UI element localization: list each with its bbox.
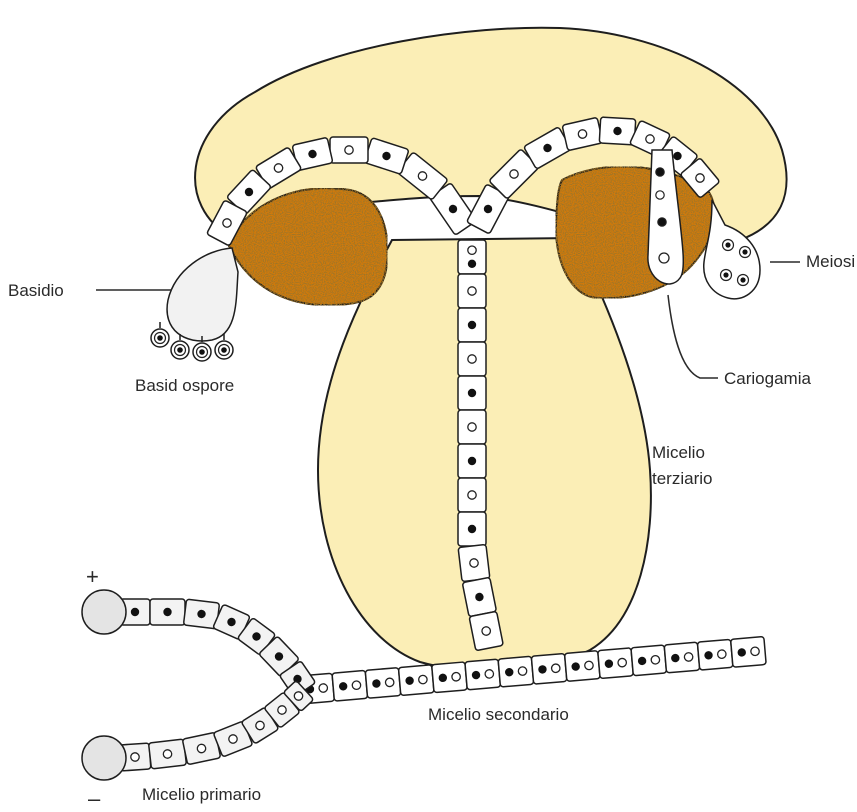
hypha-cell bbox=[498, 656, 534, 687]
nucleus-open bbox=[651, 655, 660, 664]
label-basidio: Basidio bbox=[8, 281, 64, 300]
label-micelio-secondario: Micelio secondario bbox=[428, 705, 569, 724]
label-micelio-primario: Micelio primario bbox=[142, 785, 261, 804]
nucleus-open bbox=[717, 650, 726, 659]
hypha-cell bbox=[458, 308, 486, 342]
hypha-cell bbox=[664, 642, 700, 673]
label-cariogamia: Cariogamia bbox=[724, 369, 811, 388]
nucleus bbox=[658, 218, 666, 226]
nucleus-filled bbox=[468, 457, 476, 465]
nucleus-filled bbox=[468, 389, 476, 397]
hypha-cell bbox=[631, 645, 667, 676]
nucleus-open bbox=[131, 753, 140, 762]
nucleus-open bbox=[469, 558, 478, 567]
nucleus-filled bbox=[468, 321, 476, 329]
leader-cariogamia bbox=[668, 295, 718, 378]
nucleus-open bbox=[468, 491, 476, 499]
hypha-cell bbox=[330, 137, 368, 163]
nucleus bbox=[656, 168, 664, 176]
nucleus-open bbox=[468, 246, 476, 254]
hypha-cell bbox=[432, 662, 468, 693]
label-meiosi: Meiosi bbox=[806, 252, 855, 271]
hypha-cell bbox=[458, 274, 486, 308]
nucleus-open bbox=[345, 146, 353, 154]
nucleus-open bbox=[319, 683, 328, 692]
hypha-cell bbox=[458, 376, 486, 410]
hypha-cell bbox=[458, 240, 486, 274]
nucleus-open bbox=[485, 669, 494, 678]
label-basidiospore: Basid ospore bbox=[135, 376, 234, 395]
nucleus-open bbox=[468, 287, 476, 295]
hypha-tip-minus bbox=[82, 736, 126, 780]
nucleus-fused bbox=[659, 253, 669, 263]
hypha-cell bbox=[565, 651, 601, 682]
nucleus-open bbox=[618, 658, 627, 667]
nucleus-open bbox=[163, 749, 172, 758]
hypha-tip-plus bbox=[82, 590, 126, 634]
hypha-cell bbox=[332, 670, 368, 701]
hypha-cell bbox=[458, 410, 486, 444]
hypha-cell bbox=[458, 342, 486, 376]
hypha-cell bbox=[462, 577, 496, 616]
hypha-cell bbox=[458, 544, 490, 581]
hypha-cell bbox=[458, 512, 486, 546]
nucleus-open bbox=[684, 652, 693, 661]
nucleus-filled bbox=[163, 608, 171, 616]
nucleus-open bbox=[468, 355, 476, 363]
nucleus-open bbox=[551, 664, 560, 673]
hypha-cell bbox=[458, 478, 486, 512]
nucleus-core bbox=[725, 242, 730, 247]
nucleus-open bbox=[385, 678, 394, 687]
hypha-cell bbox=[531, 653, 567, 684]
label-minus: – bbox=[88, 786, 101, 811]
nucleus-core bbox=[742, 249, 747, 254]
nucleus-filled bbox=[468, 260, 476, 268]
hypha-cell bbox=[398, 665, 434, 696]
basidiospore bbox=[151, 322, 169, 347]
hypha-cell bbox=[365, 668, 401, 699]
nucleus-open bbox=[352, 681, 361, 690]
basidium bbox=[167, 248, 238, 341]
nucleus-filled bbox=[468, 525, 476, 533]
nucleus-core bbox=[723, 272, 728, 277]
hypha-cell bbox=[469, 611, 503, 650]
hypha-cell bbox=[465, 659, 501, 690]
hypha-cell bbox=[149, 739, 187, 769]
label-plus: + bbox=[86, 564, 99, 589]
hypha-cell bbox=[150, 599, 185, 625]
label-micelio-terziario-2: terziario bbox=[652, 469, 712, 488]
hypha-cell bbox=[598, 648, 634, 679]
nucleus-open bbox=[750, 647, 759, 656]
nucleus-core bbox=[740, 277, 745, 282]
label-micelio-terziario-1: Micelio bbox=[652, 443, 705, 462]
nucleus-open bbox=[418, 675, 427, 684]
hypha-cell bbox=[697, 639, 733, 670]
nucleus-open bbox=[518, 667, 527, 676]
nucleus-open bbox=[452, 672, 461, 681]
nucleus-filled bbox=[131, 608, 139, 616]
nucleus-open bbox=[584, 661, 593, 670]
hypha-cell bbox=[731, 637, 767, 668]
hypha-cell bbox=[458, 444, 486, 478]
nucleus bbox=[656, 191, 664, 199]
hypha-primary-mycelium bbox=[82, 590, 316, 780]
nucleus-open bbox=[468, 423, 476, 431]
